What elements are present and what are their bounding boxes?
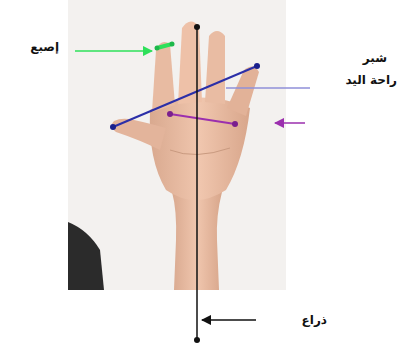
part-label: شبر <box>360 50 390 68</box>
leader-arrow <box>275 122 305 124</box>
photo-background <box>68 0 286 290</box>
dot <box>155 46 160 51</box>
leader-arrow <box>202 319 256 321</box>
sleeve <box>68 222 104 290</box>
part-label: ذراع <box>299 312 330 330</box>
dot <box>194 24 200 30</box>
dot <box>110 124 116 130</box>
dot <box>254 63 260 69</box>
part-label: راحة اليد <box>342 72 400 90</box>
arm-measure <box>196 27 198 340</box>
leader-arrow <box>75 50 152 52</box>
part-label: إصبع <box>27 39 62 57</box>
palm-crease <box>170 148 230 155</box>
leader-line <box>226 87 310 89</box>
finger <box>227 66 259 116</box>
dot <box>232 121 238 127</box>
dot <box>170 42 175 47</box>
dot <box>194 337 200 343</box>
palm <box>150 97 250 200</box>
palm-measure <box>170 114 235 124</box>
dot <box>167 111 173 117</box>
finger <box>205 31 225 104</box>
span-measure <box>113 66 257 127</box>
